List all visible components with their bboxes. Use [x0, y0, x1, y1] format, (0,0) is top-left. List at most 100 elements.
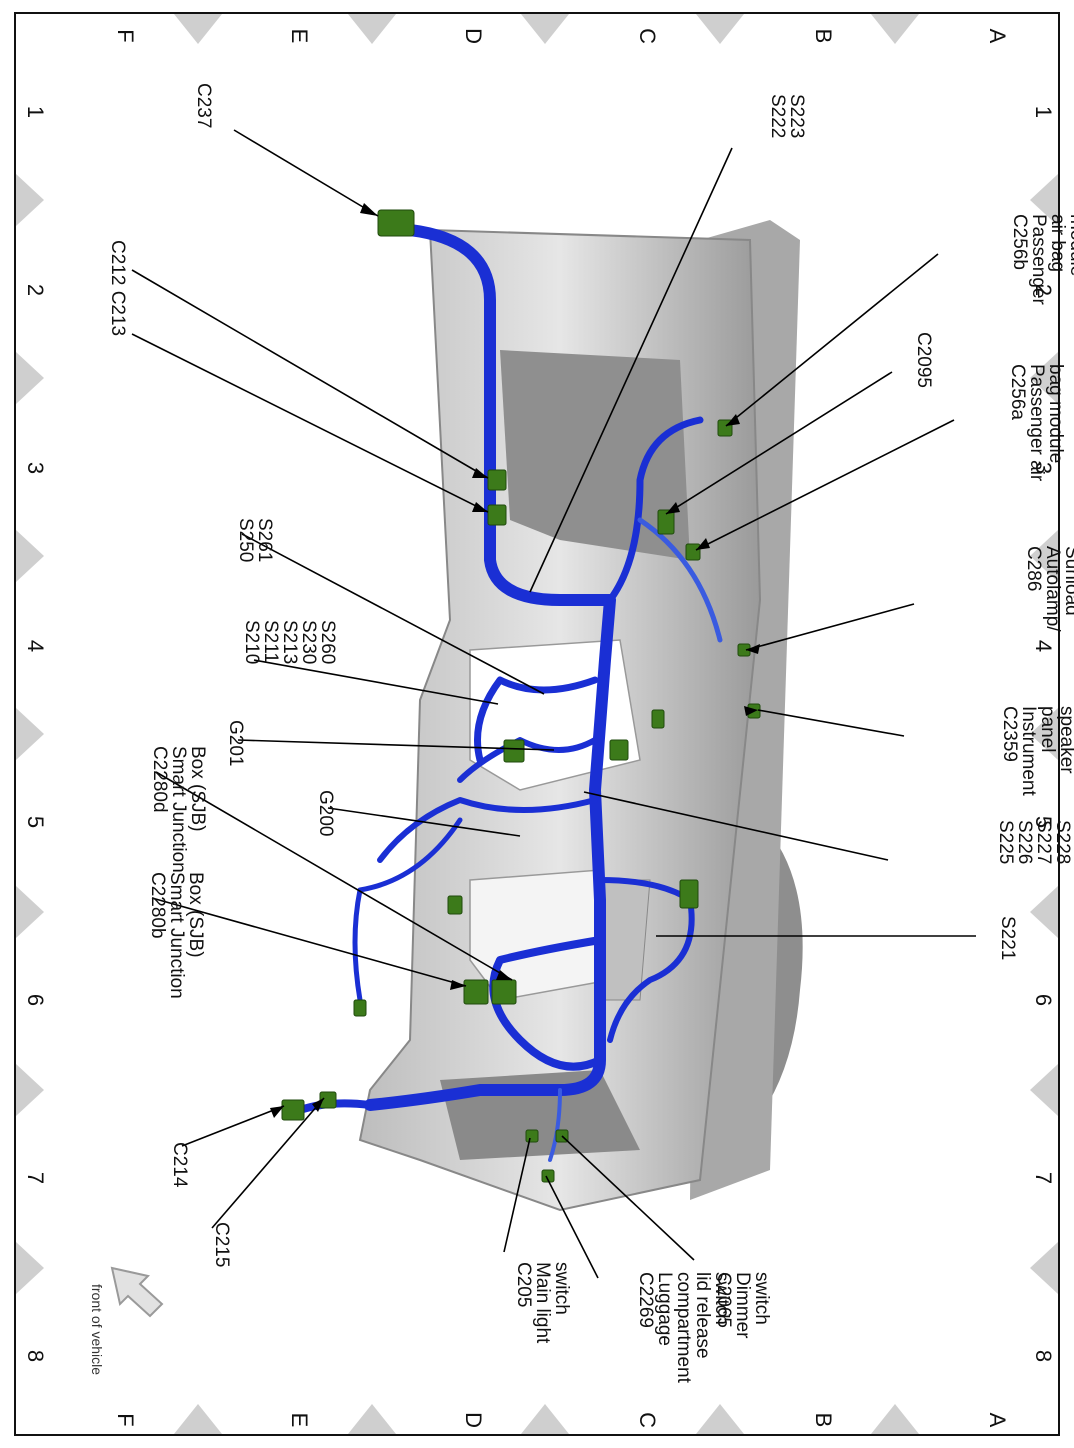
grid-number-right: 7: [1031, 1172, 1056, 1184]
label-c256b: C256bPassengerair bagmodule: [1009, 214, 1074, 306]
grid-number-right: 8: [1031, 1350, 1056, 1362]
callout-line: S223: [786, 94, 807, 138]
callout-line: switch: [711, 1272, 732, 1325]
edge-triangle: [696, 1404, 744, 1434]
callout-line: compartment: [673, 1272, 694, 1384]
label-s210-group: S210S211S213S230S260: [241, 620, 338, 664]
edge-triangle: [348, 14, 396, 44]
harness-branch-mid: [377, 797, 598, 863]
callout-line: Box (SJB): [185, 872, 206, 958]
edge-triangle: [174, 1404, 222, 1434]
label-s250-s261: S250S261: [235, 518, 275, 562]
callout-line: C2065: [713, 1272, 734, 1328]
callout-line: Box (SJB): [187, 746, 208, 832]
harness-branch-left: [474, 676, 599, 764]
grid-number-left: 4: [23, 640, 48, 652]
callout-line: Luggage: [654, 1272, 675, 1346]
grid-number-right: 4: [1031, 640, 1056, 652]
callout-line: Instrument: [1018, 706, 1039, 796]
wiring-harness: [296, 224, 723, 1162]
edge-triangle: [1030, 352, 1058, 404]
callout-labels: C237 S222S223 C256bPassengerair bagmodul…: [107, 83, 1074, 1384]
grid-number-left: 1: [23, 106, 48, 118]
grid-letter-bottom: F: [113, 1413, 138, 1426]
edge-triangle: [16, 708, 44, 760]
callout-line: Passenger air: [1026, 364, 1047, 482]
label-c2095: C2095: [913, 332, 934, 388]
callout-line: S260: [317, 620, 338, 664]
callout-line: G201: [225, 720, 246, 766]
label-c2280d: C2280dSmart JunctionBox (SJB): [149, 746, 208, 873]
callout-line: Passenger: [1028, 214, 1049, 306]
callout-line: C2095: [913, 332, 934, 388]
connector-c213: [487, 504, 507, 526]
label-s221: S221: [997, 916, 1018, 960]
connector-misc-2: [609, 739, 629, 761]
callout-line: C256b: [1009, 214, 1030, 270]
edge-triangle: [16, 1064, 44, 1116]
arrowheads: [270, 203, 760, 1118]
edge-triangle: [16, 174, 44, 226]
grid-number-left: 3: [23, 462, 48, 474]
edge-triangle: [16, 352, 44, 404]
grid-letter-bottom: A: [985, 1413, 1010, 1428]
callout-line: S225: [995, 820, 1016, 864]
callout-line: S210: [241, 620, 262, 664]
grid-letter-top: B: [811, 29, 836, 44]
callout-line: S213: [279, 620, 300, 664]
edge-triangle: [1030, 708, 1058, 760]
grid-letter-bottom: E: [287, 1413, 312, 1428]
grid-letter-top: E: [287, 29, 312, 44]
callout-line: module: [1066, 214, 1074, 276]
callout-line: switch: [751, 1272, 772, 1325]
label-c215: C215: [211, 1222, 232, 1267]
callout-line: speaker: [1056, 706, 1074, 774]
edge-triangle: [16, 530, 44, 582]
grid-number-right: 5: [1031, 816, 1056, 828]
label-c256a: C256aPassenger airbag module: [1007, 364, 1066, 482]
edge-triangle: [1030, 1064, 1058, 1116]
harness-branch-switches: [548, 1088, 562, 1162]
callout-line: C2280d: [149, 746, 170, 813]
harness-branch-lower: [597, 877, 695, 1043]
connector-c214: [281, 1099, 305, 1121]
callout-line: S211: [260, 620, 281, 663]
grid-number-right: 3: [1031, 462, 1056, 474]
grid-letter-top: D: [461, 28, 486, 44]
diagram-frame: [14, 12, 1060, 1436]
grid-letter-top: A: [985, 29, 1010, 44]
callout-line: S221: [997, 916, 1018, 960]
label-s222-s223: S222S223: [767, 94, 807, 138]
callout-line: Smart Junction: [166, 872, 187, 999]
connector-c2269: [541, 1169, 555, 1183]
connector-c256a: [685, 543, 701, 561]
callout-line: panel: [1037, 706, 1058, 753]
leader-lines: [131, 129, 976, 1279]
callout-line: S250: [235, 518, 256, 562]
callout-line: air bag: [1047, 214, 1068, 272]
grid-number-left: 6: [23, 994, 48, 1006]
connectors: [281, 209, 761, 1183]
callout-line: Dimmer: [732, 1272, 753, 1339]
grid-number-right: 6: [1031, 994, 1056, 1006]
edge-triangle: [696, 14, 744, 44]
label-c212-c213: C212 C213: [107, 240, 128, 336]
harness-branch-sunload: [637, 517, 723, 643]
label-c286: C286Autolamp/Sunloadsensor: [1023, 546, 1074, 632]
edge-triangle: [521, 14, 569, 44]
callout-line: S230: [298, 620, 319, 664]
harness-branch-top: [606, 416, 704, 604]
callout-line: S222: [767, 94, 788, 138]
label-c2359: C2359Instrumentpanelspeaker: [999, 706, 1074, 796]
label-g200: G200: [315, 790, 336, 836]
connector-c212: [487, 469, 507, 491]
connector-c205: [525, 1129, 539, 1143]
callout-line: Smart Junction: [168, 746, 189, 873]
grid-letter-top: C: [635, 28, 660, 44]
grid-number-left: 8: [23, 1350, 48, 1362]
edge-triangle: [521, 1404, 569, 1434]
connector-sjb-2: [491, 979, 517, 1005]
label-c214: C214: [169, 1142, 190, 1188]
